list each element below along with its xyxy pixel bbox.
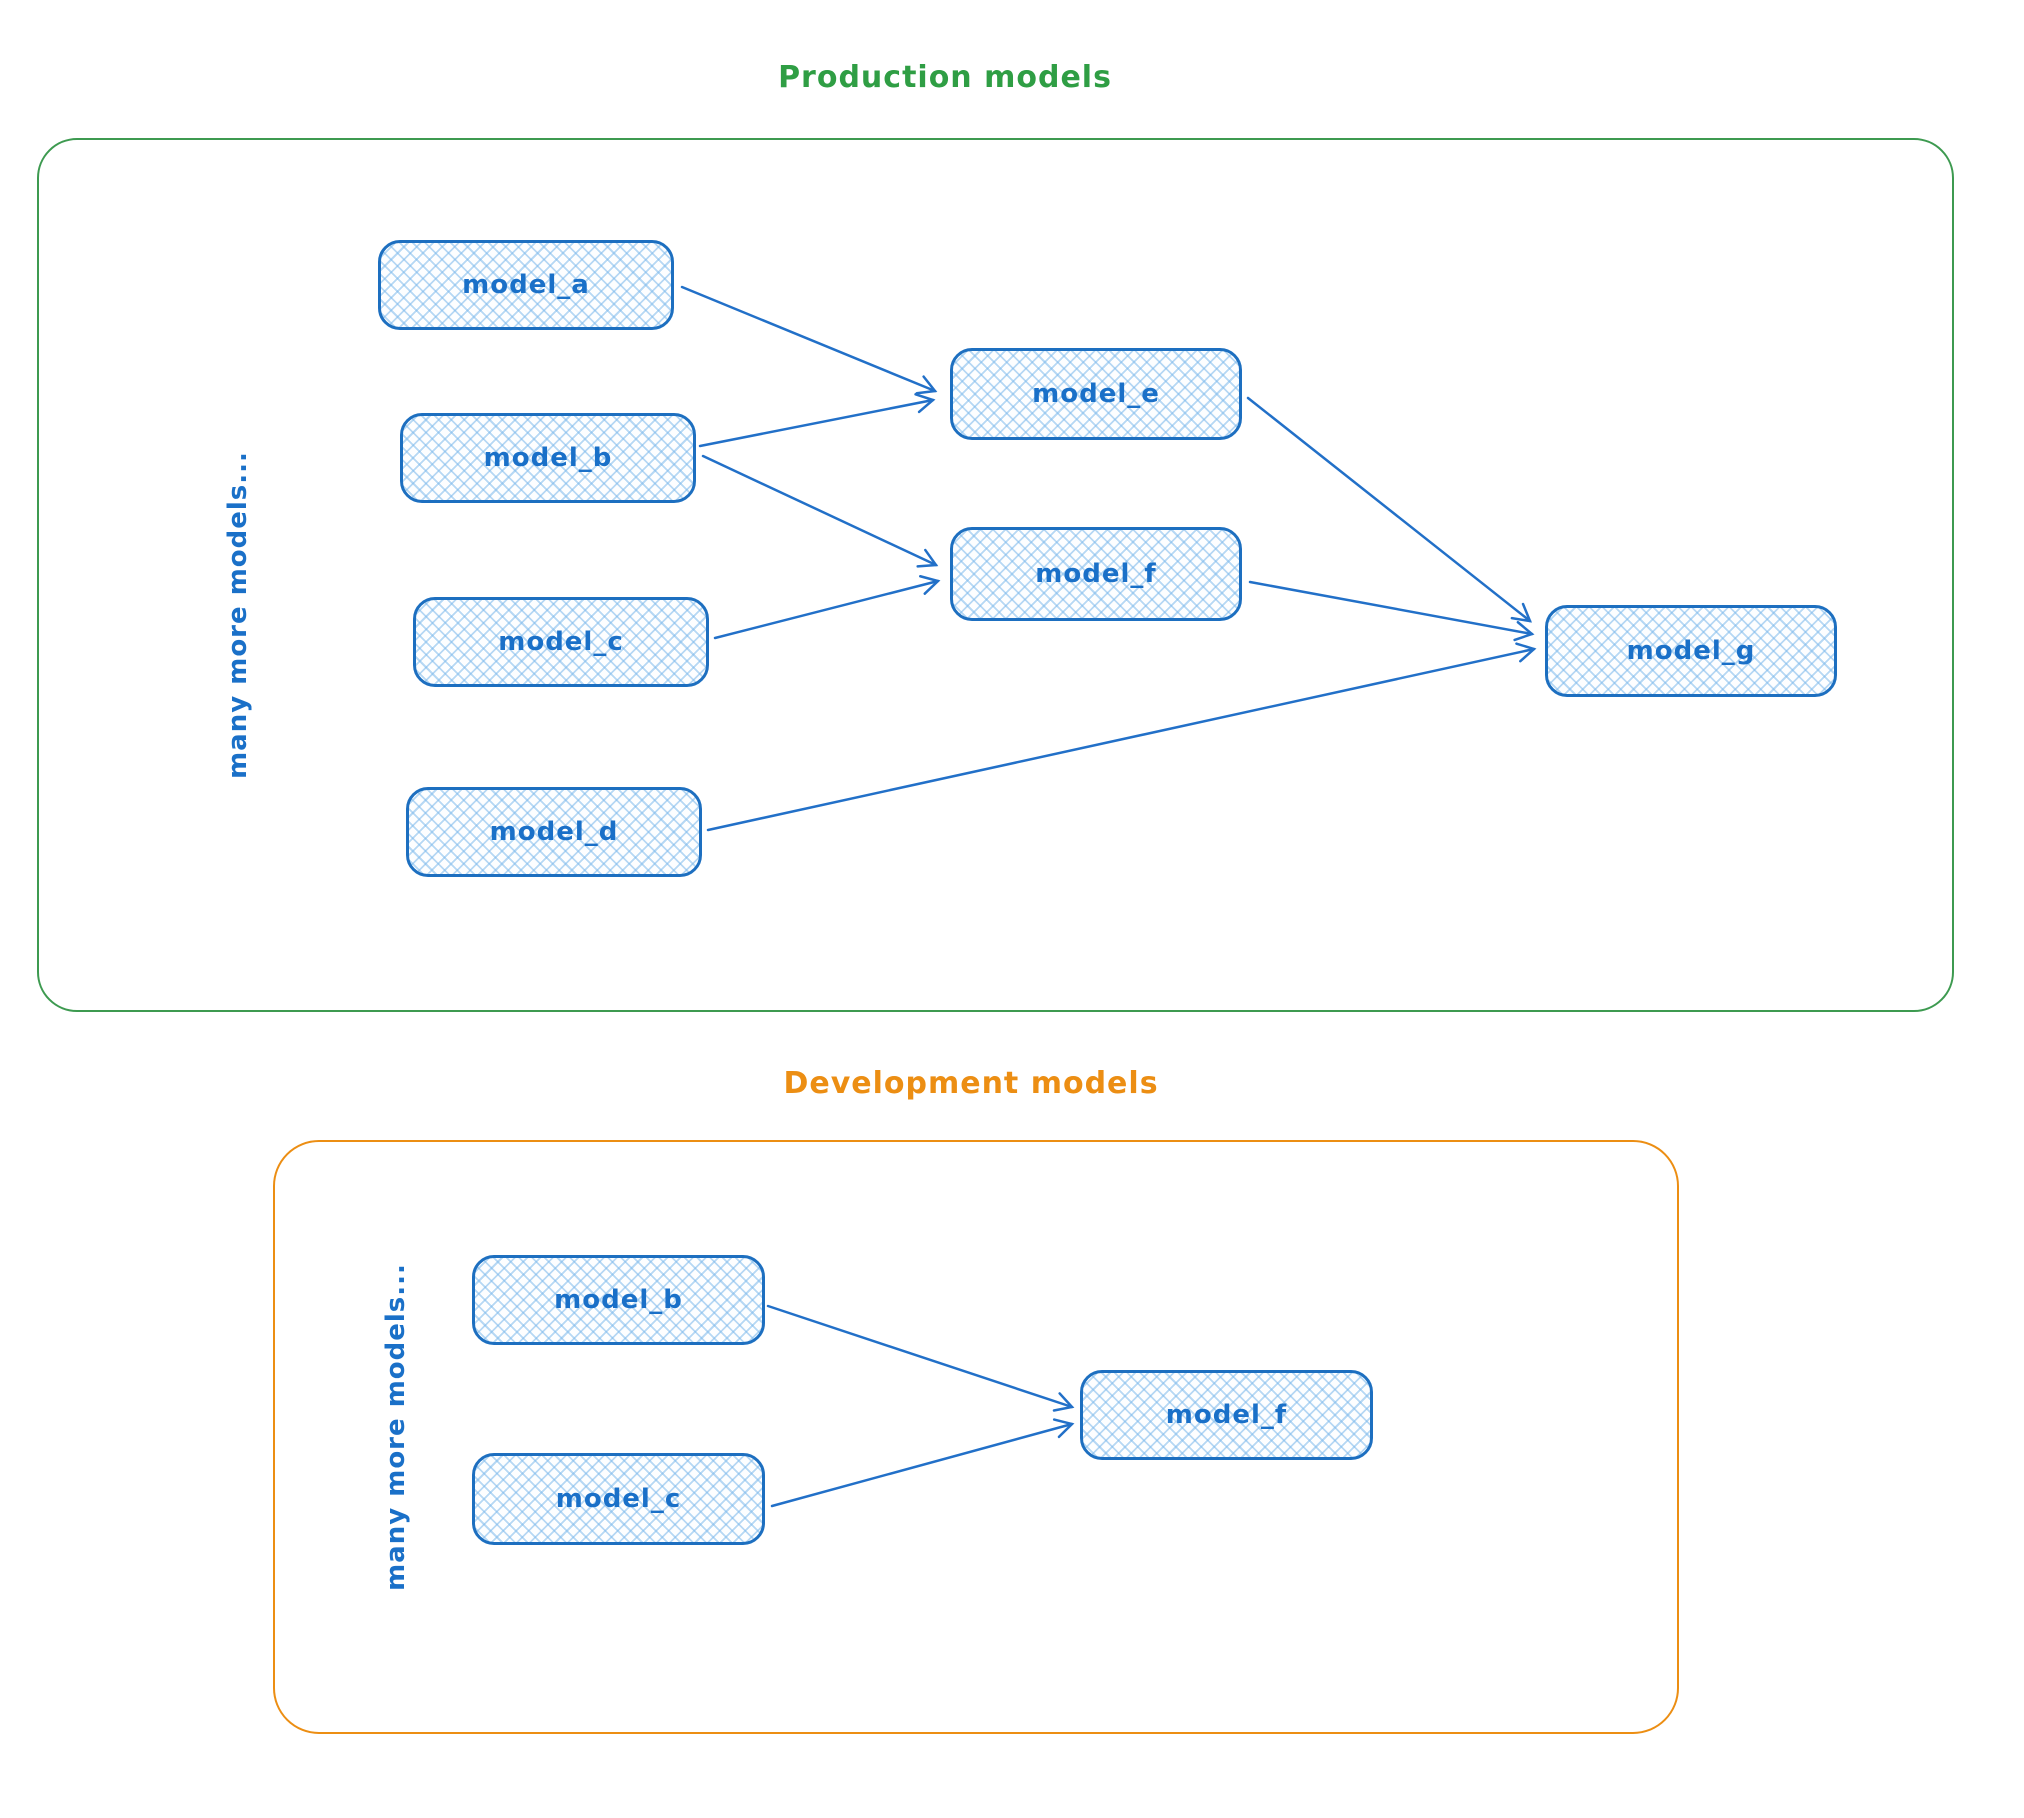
production-frame[interactable] xyxy=(37,138,1954,1012)
node-label: model_c xyxy=(555,1484,682,1514)
node-production-model-d[interactable]: model_d xyxy=(406,787,702,877)
development-frame[interactable] xyxy=(273,1140,1679,1734)
node-production-model-e[interactable]: model_e xyxy=(950,348,1242,440)
production-side-label[interactable]: many more models... xyxy=(223,451,253,779)
node-production-model-f[interactable]: model_f xyxy=(950,527,1242,621)
development-section-title[interactable]: Development models xyxy=(783,1066,1159,1101)
node-development-model-c[interactable]: model_c xyxy=(472,1453,765,1545)
node-label: model_e xyxy=(1032,379,1160,409)
node-label: model_f xyxy=(1165,1400,1288,1430)
node-label: model_a xyxy=(462,270,590,300)
node-label: model_g xyxy=(1626,636,1756,666)
node-label: model_d xyxy=(489,817,619,847)
node-production-model-b[interactable]: model_b xyxy=(400,413,696,503)
node-label: model_c xyxy=(498,627,624,657)
node-development-model-f[interactable]: model_f xyxy=(1080,1370,1373,1460)
production-section-title[interactable]: Production models xyxy=(778,60,1112,95)
node-production-model-a[interactable]: model_a xyxy=(378,240,674,330)
node-production-model-c[interactable]: model_c xyxy=(413,597,709,687)
node-development-model-b[interactable]: model_b xyxy=(472,1255,765,1345)
node-production-model-g[interactable]: model_g xyxy=(1545,605,1837,697)
node-label: model_b xyxy=(483,443,613,473)
node-label: model_b xyxy=(554,1285,683,1315)
node-label: model_f xyxy=(1035,559,1157,589)
development-side-label[interactable]: many more models... xyxy=(381,1263,411,1591)
